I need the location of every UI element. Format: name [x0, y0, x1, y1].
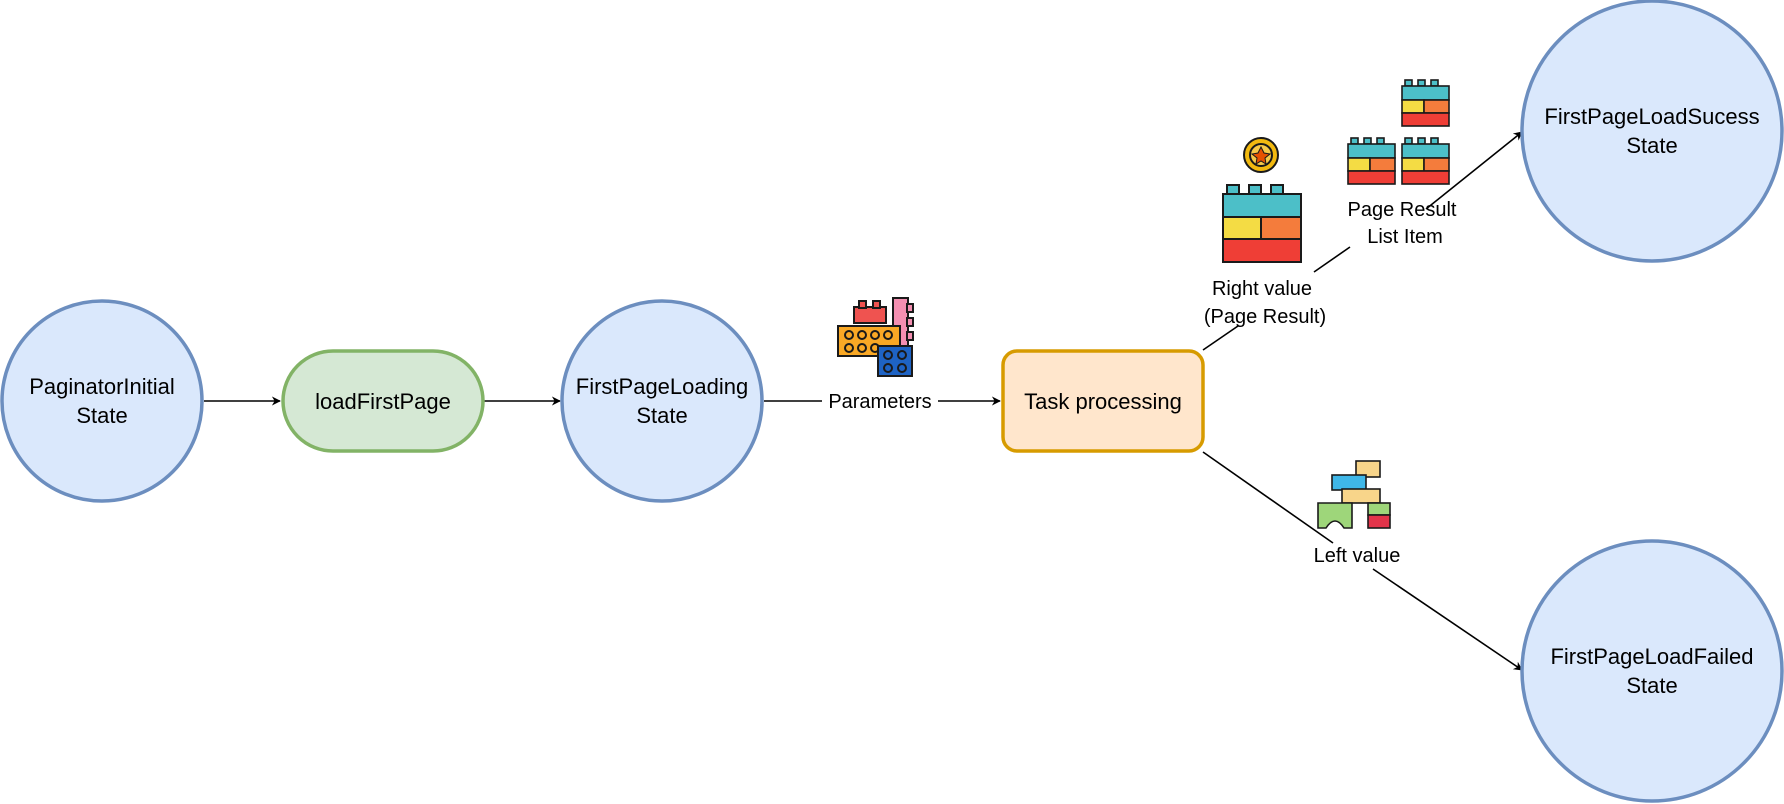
paginator-initial-state-node: PaginatorInitial State [0, 299, 204, 503]
first-page-loading-state-node: FirstPageLoading State [560, 299, 764, 503]
edge-label-parameters: Parameters [828, 391, 931, 413]
lego-list-stack-left [1347, 137, 1396, 185]
lego-list-stack-right [1401, 137, 1450, 185]
lego-list-stack-top [1401, 79, 1450, 127]
edge-task-to-success-a [1202, 325, 1239, 351]
edge-task-to-failed-a [1202, 451, 1334, 544]
first-page-load-success-state-line2: State [1626, 133, 1677, 158]
first-page-loading-state-line1: FirstPageLoading [576, 374, 748, 399]
lego-list-icon [1347, 79, 1450, 185]
lego-castle-icon [1317, 460, 1391, 529]
edge-label-left-value: Left value [1314, 545, 1401, 567]
lego-stack-coin-icon [1222, 137, 1302, 263]
edge-label-page-result-line2: List Item [1367, 226, 1443, 248]
load-first-page-node: loadFirstPage [281, 349, 485, 453]
first-page-load-failed-state-node: FirstPageLoadFailed State [1520, 539, 1784, 803]
edge-label-right-value-line2: (Page Result) [1204, 306, 1326, 328]
paginator-initial-state-line1: PaginatorInitial [29, 374, 175, 399]
edge-label-page-result-line1: Page Result [1348, 199, 1457, 221]
edge-task-to-success-c [1425, 131, 1523, 210]
edge-label-right-value-line1: Right value [1212, 278, 1312, 300]
paginator-initial-state-line2: State [76, 403, 127, 428]
task-processing-label: Task processing [1024, 389, 1182, 414]
first-page-load-success-state-node: FirstPageLoadSucess State [1520, 0, 1784, 263]
task-processing-node: Task processing [1001, 349, 1205, 453]
first-page-loading-state-line2: State [636, 403, 687, 428]
first-page-load-failed-state-line2: State [1626, 673, 1677, 698]
edge-task-to-success-b [1313, 246, 1351, 273]
first-page-load-success-state-line1: FirstPageLoadSucess [1544, 104, 1759, 129]
lego-bricks-icon [837, 297, 914, 377]
load-first-page-label: loadFirstPage [315, 389, 451, 414]
edge-task-to-failed-b [1372, 568, 1523, 671]
first-page-load-failed-state-line1: FirstPageLoadFailed [1550, 644, 1753, 669]
